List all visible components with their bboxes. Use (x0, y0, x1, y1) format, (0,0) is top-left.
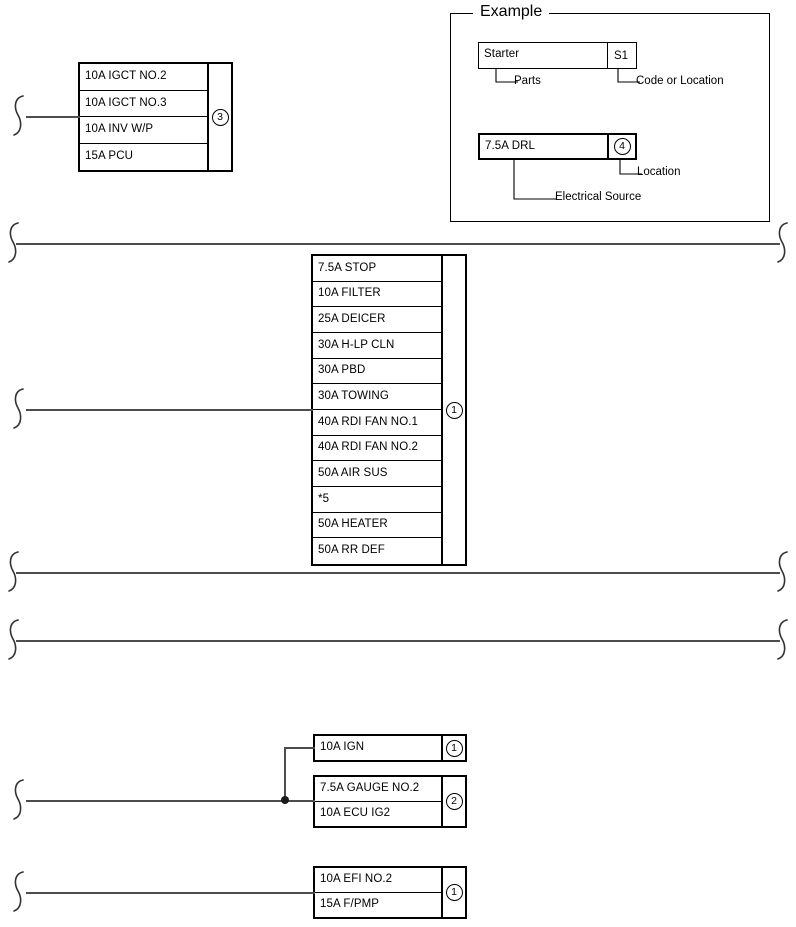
leader-electrical-source (508, 160, 558, 205)
circled-number-3: 3 (211, 108, 229, 126)
fuse-row: 10A ECU IG2 (320, 807, 391, 819)
example-fuse-box: 7.5A DRL 4 (478, 133, 637, 160)
wire-break-icon (774, 550, 792, 594)
wire-ign-gauge-feed (26, 800, 315, 802)
fuse-row: 30A PBD (313, 359, 441, 385)
fuse-row: *5 (313, 487, 441, 513)
fuse-row: 30A TOWING (313, 384, 441, 411)
example-fuse-marker: 4 (609, 135, 635, 158)
circled-number-4: 4 (613, 138, 631, 155)
leader-location (614, 160, 644, 180)
leader-parts (490, 69, 520, 87)
example-frame (450, 13, 770, 222)
example-title: Example (473, 4, 550, 20)
wire-break-icon (10, 387, 28, 431)
circled-number-1: 1 (445, 884, 463, 901)
fuse-row: 10A IGN (320, 741, 365, 754)
wire-break-icon (10, 778, 28, 822)
fuse-block-ign-marker: 1 (443, 736, 465, 760)
wire-break-icon (774, 221, 792, 265)
wire-branch-vertical (284, 747, 286, 801)
leader-code-location (612, 69, 642, 87)
wire-efi-feed (26, 892, 315, 894)
wire-break-icon (774, 618, 792, 662)
fuse-block-gauge: 7.5A GAUGE NO.2 10A ECU IG2 2 (313, 775, 467, 828)
circled-number-1: 1 (445, 401, 463, 419)
bus-line-middle (16, 572, 780, 574)
circled-number-2: 2 (445, 793, 463, 810)
wire-break-icon (5, 221, 23, 265)
fuse-block-main: 7.5A STOP 10A FILTER 25A DEICER 30A H-LP… (311, 254, 467, 566)
junction-dot (281, 796, 289, 804)
example-parts-box: Starter S1 (478, 42, 637, 69)
fuse-row: 50A AIR SUS (313, 461, 441, 488)
fuse-block-efi-marker: 1 (443, 868, 465, 917)
fuse-row: 30A H-LP CLN (313, 333, 441, 359)
fuse-block-ign: 10A IGN 1 (313, 734, 467, 762)
fuse-row: 40A RDI FAN NO.2 (313, 436, 441, 462)
wire-break-icon (5, 550, 23, 594)
example-parts-code: S1 (613, 49, 629, 62)
fuse-row: 7.5A GAUGE NO.2 (315, 777, 441, 802)
wire-break-icon (10, 870, 28, 914)
fuse-block-efi: 10A EFI NO.2 15A F/PMP 1 (313, 866, 467, 919)
fuse-row: 25A DEICER (313, 307, 441, 334)
wire-branch-to-ign (284, 747, 315, 749)
bus-line-lower (16, 640, 780, 642)
fuse-block-gauge-marker: 2 (443, 777, 465, 826)
fuse-row: 50A HEATER (313, 513, 441, 539)
fuse-row: 10A IGCT NO.2 (80, 64, 207, 91)
fuse-row: 15A PCU (85, 150, 134, 162)
fuse-row: 10A EFI NO.2 (315, 868, 441, 893)
fuse-row: 50A RR DEF (318, 544, 385, 557)
example-parts-label: Starter (484, 47, 520, 60)
wire-igct-feed (26, 116, 80, 118)
leader-code-location-label: Code or Location (636, 75, 724, 87)
fuse-block-main-marker: 1 (443, 256, 465, 564)
leader-parts-label: Parts (514, 75, 541, 87)
wire-break-icon (5, 618, 23, 662)
fuse-row: 40A RDI FAN NO.1 (313, 410, 441, 436)
leader-location-label: Location (637, 166, 681, 178)
wire-break-icon (10, 94, 28, 138)
fuse-row: 10A FILTER (313, 282, 441, 308)
fuse-row: 7.5A STOP (313, 256, 441, 282)
wire-main-feed (26, 409, 313, 411)
fuse-block-igct-marker: 3 (209, 64, 231, 170)
fuse-row: 10A IGCT NO.3 (80, 91, 207, 117)
example-fuse-label: 7.5A DRL (485, 139, 536, 152)
bus-line-top (16, 243, 780, 245)
circled-number-1: 1 (445, 739, 463, 757)
fuse-row: 10A INV W/P (80, 117, 207, 144)
leader-electrical-source-label: Electrical Source (555, 191, 642, 203)
fuse-row: 15A F/PMP (320, 898, 380, 910)
fuse-block-igct: 10A IGCT NO.2 10A IGCT NO.3 10A INV W/P … (78, 62, 233, 172)
